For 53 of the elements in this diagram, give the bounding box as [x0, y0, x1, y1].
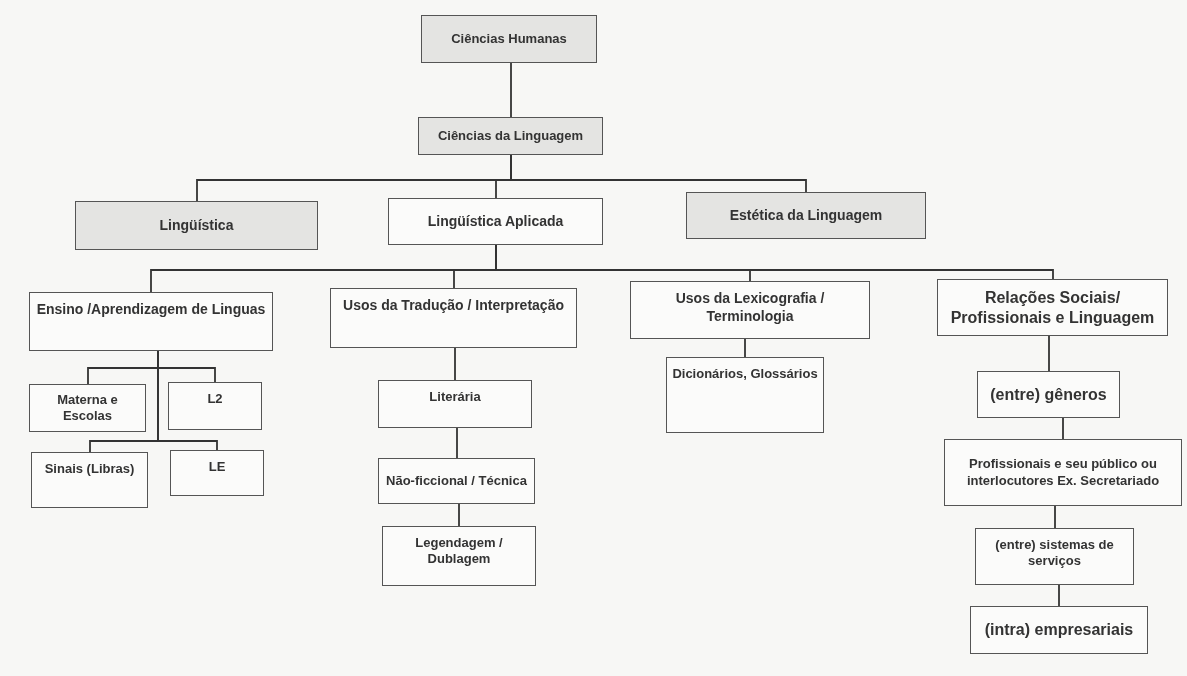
category-box	[330, 288, 577, 348]
category-label: Relações Sociais/ Profissionais e Linguagem	[949, 288, 1156, 328]
category-box	[975, 528, 1134, 585]
connector-line	[454, 347, 456, 381]
category-label: Legendagem / Dublagem	[414, 535, 504, 568]
category-label: Ciências Humanas	[450, 30, 568, 48]
category-box	[418, 117, 603, 155]
category-label: Lingüística Aplicada	[426, 212, 565, 231]
category-box	[31, 452, 148, 508]
category-label: Usos da Lexicografia / Terminologia	[674, 290, 826, 325]
connector-line	[456, 427, 458, 459]
category-box	[382, 526, 536, 586]
connector-line	[510, 154, 807, 193]
connector-line	[1058, 584, 1060, 607]
category-label: Dicionários, Glossários	[671, 366, 819, 383]
category-label: Sinais (Libras)	[43, 461, 136, 478]
category-label: Profissionais e seu público ou interlocutores Ex. Secretariado	[965, 456, 1161, 489]
category-box	[170, 450, 264, 496]
category-label: Ciências da Linguagem	[436, 127, 585, 145]
category-label: (intra) empresariais	[983, 620, 1135, 640]
category-box	[944, 439, 1182, 506]
category-box	[168, 382, 262, 430]
connector-line	[1054, 505, 1056, 529]
category-box	[29, 292, 273, 351]
category-label: (entre) sistemas de serviços	[994, 537, 1115, 570]
category-box	[75, 201, 318, 250]
category-label: Não-ficcional / Técnica	[385, 472, 528, 490]
category-label: L2	[206, 391, 224, 408]
category-box	[630, 281, 870, 339]
connector-line	[1048, 335, 1050, 372]
category-label: Materna e Escolas	[56, 391, 119, 425]
category-box	[686, 192, 926, 239]
connector-line	[157, 350, 218, 451]
category-box	[421, 15, 597, 63]
category-box	[378, 458, 535, 504]
connector-line	[510, 62, 512, 118]
category-box	[388, 198, 603, 245]
category-label: LE	[207, 459, 227, 476]
category-box	[666, 357, 824, 433]
connector-line	[458, 503, 460, 527]
category-box	[977, 371, 1120, 418]
connector-line	[1062, 417, 1064, 440]
category-label: (entre) gêneros	[989, 384, 1108, 405]
connector-line	[744, 338, 746, 358]
category-label: Literária	[428, 389, 482, 406]
category-label: Estética da Linguagem	[728, 206, 884, 225]
category-box	[937, 279, 1168, 336]
category-label: Lingüística	[158, 216, 235, 235]
category-label: Ensino /Aprendizagem de Linguas	[35, 301, 267, 319]
category-box	[29, 384, 146, 432]
category-box	[378, 380, 532, 428]
category-label: Usos da Tradução / Interpretação	[342, 297, 565, 315]
category-box	[970, 606, 1148, 654]
